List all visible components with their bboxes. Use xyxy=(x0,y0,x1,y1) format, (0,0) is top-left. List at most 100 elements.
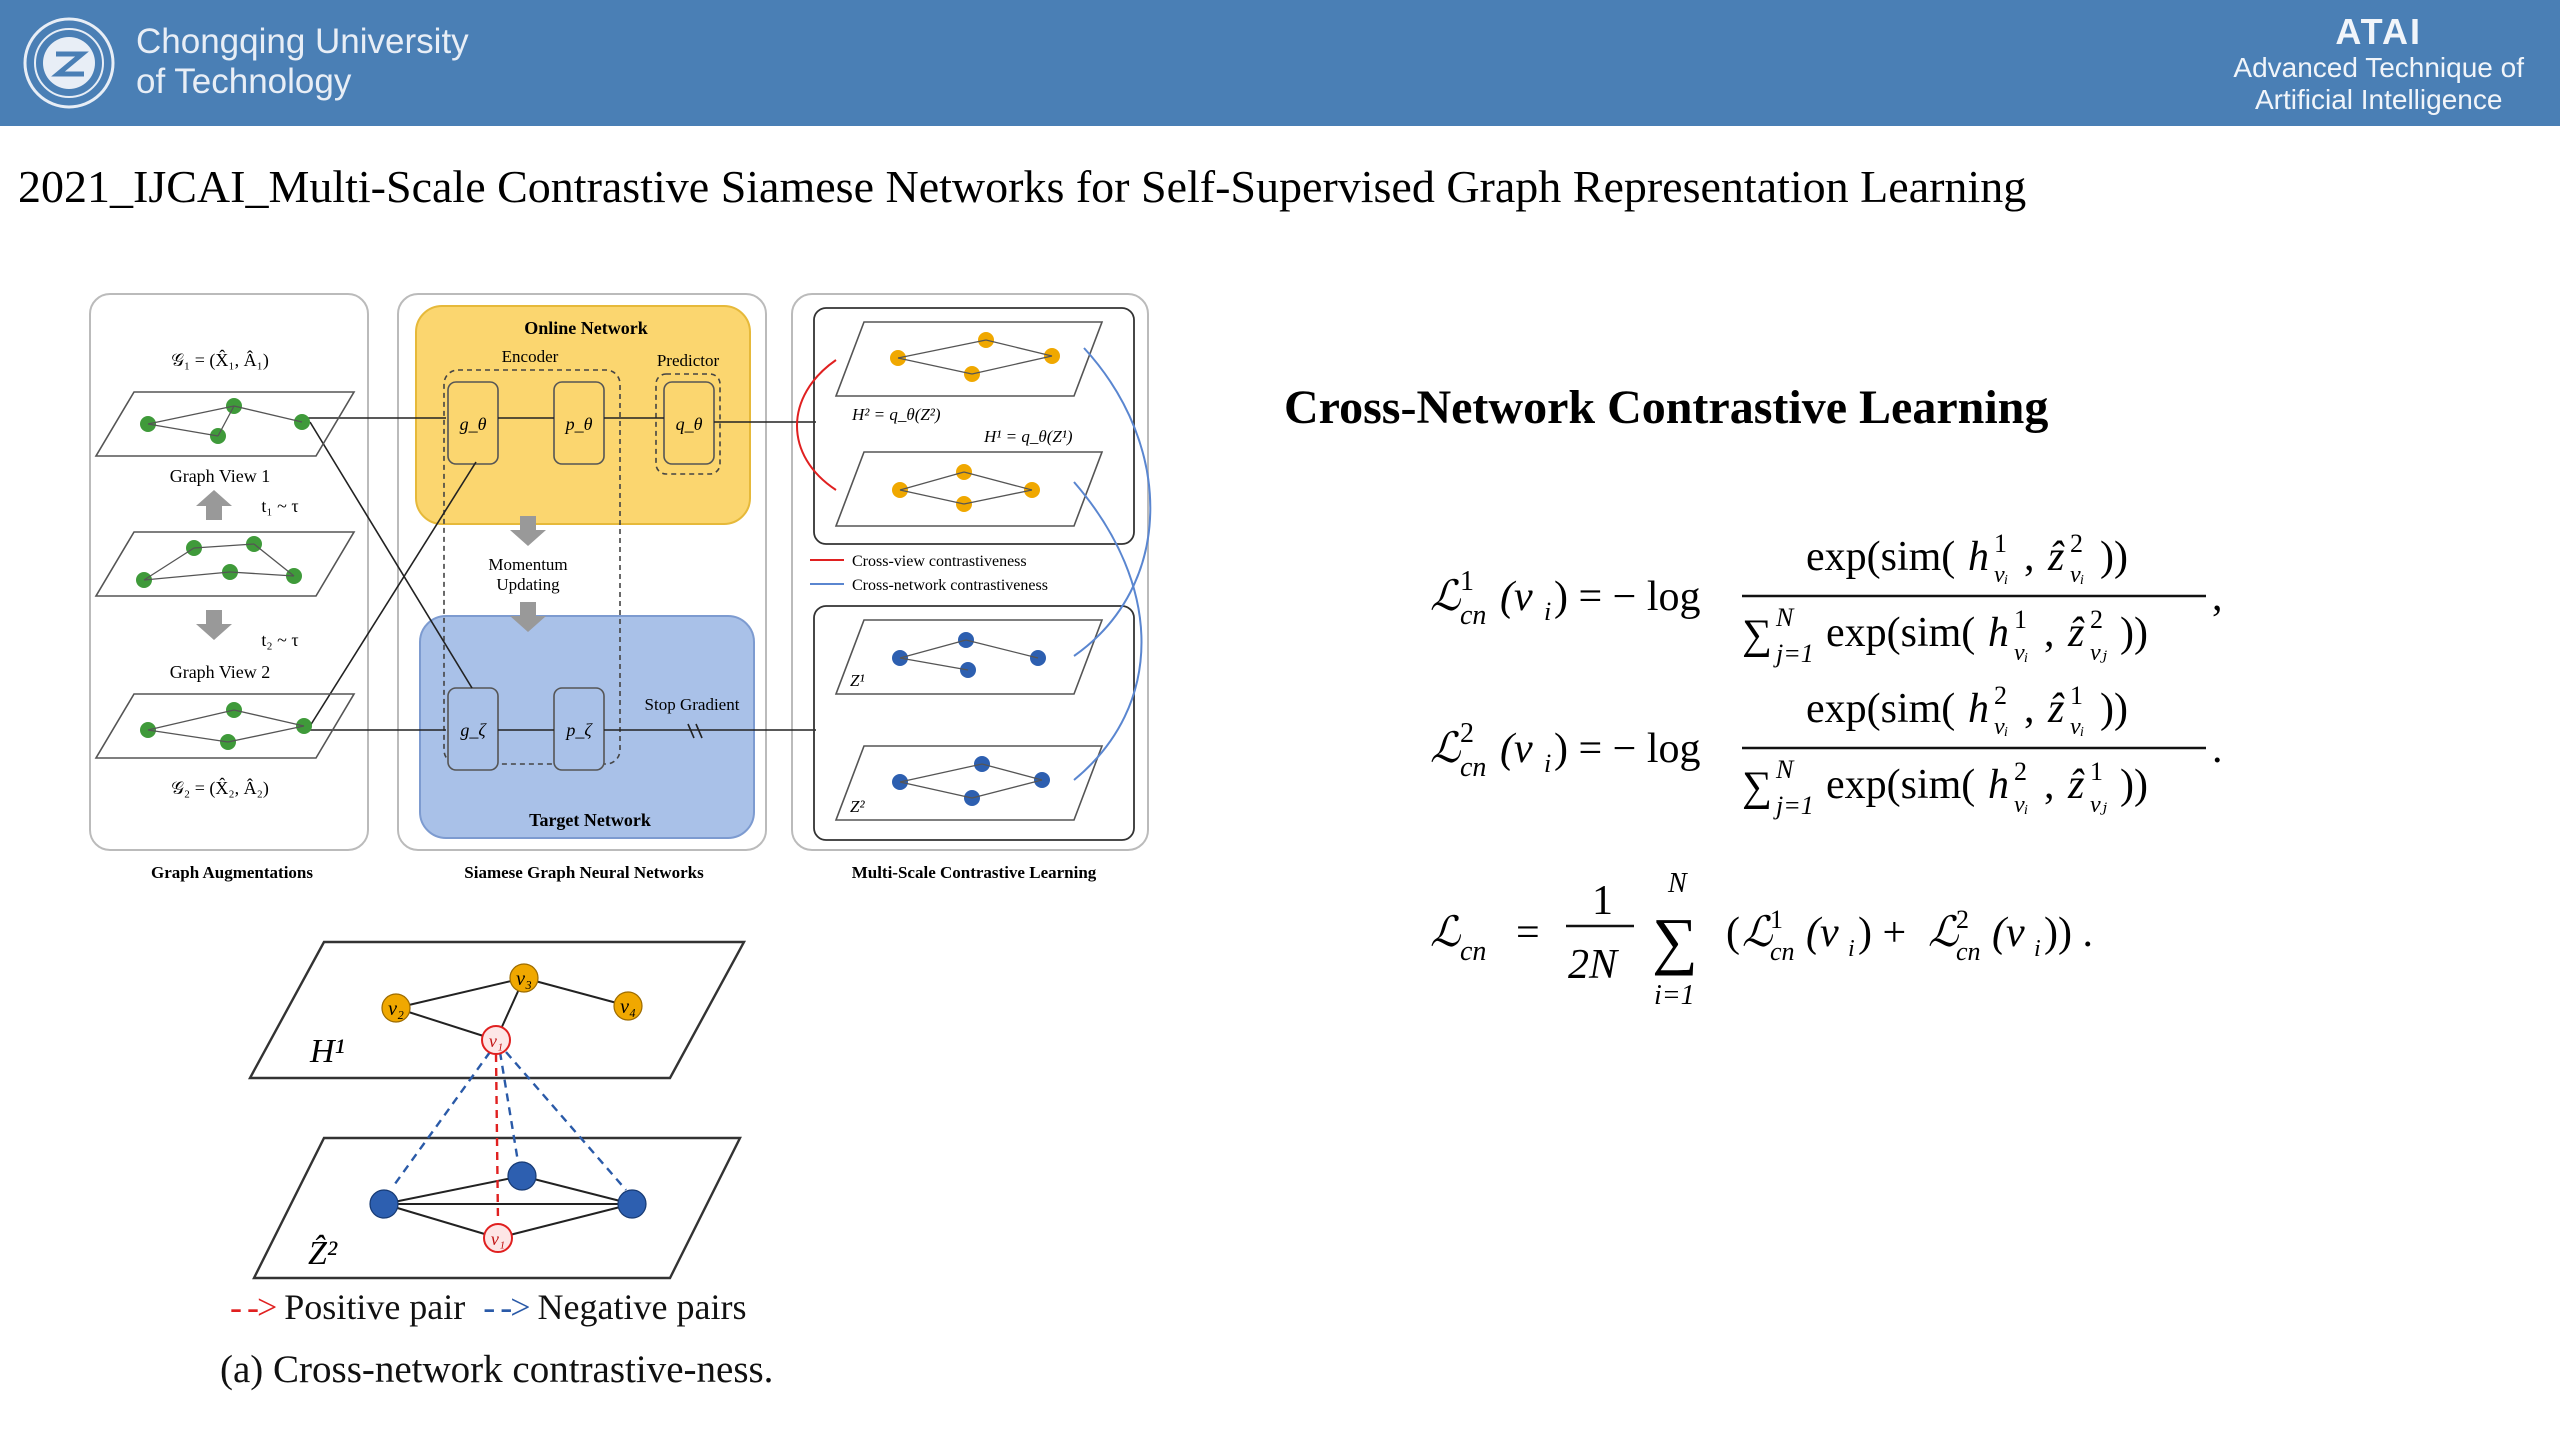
svg-text:exp(sim(: exp(sim( xyxy=(1806,686,1955,732)
svg-text:,: , xyxy=(2024,534,2035,580)
svg-text:ẑ: ẑ xyxy=(2067,610,2085,656)
svg-text:i: i xyxy=(1848,936,1855,962)
svg-text:Ẑ²: Ẑ² xyxy=(308,1235,338,1272)
svg-text:𝒢₂ = (X̂₂, Â₂): 𝒢₂ = (X̂₂, Â₂) xyxy=(171,777,269,799)
z2-plane xyxy=(252,1136,742,1280)
svg-text:H¹ = q_θ(Z¹): H¹ = q_θ(Z¹) xyxy=(983,427,1073,446)
momentum-arrow-2 xyxy=(510,602,546,632)
negative-pair-arrow-icon: - -> xyxy=(483,1287,530,1327)
lab-brand: ATAI Advanced Technique of Artificial In… xyxy=(2233,12,2524,116)
cross-network-arc-1 xyxy=(1073,347,1152,657)
stop-gradient-label: Stop Gradient xyxy=(645,695,740,714)
svg-text:vᵢ: vᵢ xyxy=(2014,640,2028,666)
svg-text:q_θ: q_θ xyxy=(676,414,703,434)
svg-text:,: , xyxy=(2044,610,2055,656)
svg-text:v₁: v₁ xyxy=(489,1031,503,1051)
svg-text:j=1: j=1 xyxy=(1773,791,1814,820)
svg-text:2: 2 xyxy=(1994,681,2007,710)
svg-text:∑: ∑ xyxy=(1652,905,1698,976)
svg-text:exp(sim(: exp(sim( xyxy=(1806,534,1955,580)
svg-text:) = − log: ) = − log xyxy=(1554,726,1701,772)
svg-text:Siamese Graph Neural Networks: Siamese Graph Neural Networks xyxy=(464,863,704,882)
svg-text:)): )) xyxy=(2120,610,2148,656)
svg-text:ẑ: ẑ xyxy=(2067,762,2085,808)
cross-network-arc-2 xyxy=(1073,481,1143,781)
equation-l2: ℒ 2 cn (v i ) = − log exp(sim( h 2 vᵢ , … xyxy=(1430,681,2223,820)
target-network-label: Target Network xyxy=(529,810,651,830)
svg-text:p_θ: p_θ xyxy=(564,414,593,434)
svg-text:,: , xyxy=(2044,762,2055,808)
cross-view-arc xyxy=(796,359,837,491)
loss-equations: ℒ 1 cn (v i ) = − log exp(sim( h 1 vᵢ , … xyxy=(1430,529,2223,1011)
svg-text:cn: cn xyxy=(1770,937,1795,966)
svg-text:vⱼ: vⱼ xyxy=(2090,792,2108,818)
equation-l1: ℒ 1 cn (v i ) = − log exp(sim( h 1 vᵢ , … xyxy=(1430,529,2223,668)
svg-text:,: , xyxy=(2024,686,2035,732)
target-view-frame xyxy=(813,605,1135,841)
svg-text:Updating: Updating xyxy=(496,575,560,594)
svg-text:2: 2 xyxy=(2014,757,2027,786)
svg-text:1: 1 xyxy=(1770,905,1783,934)
svg-text:g_ζ: g_ζ xyxy=(460,720,487,740)
university-line-1: Chongqing University xyxy=(136,22,469,61)
svg-text:1: 1 xyxy=(2070,681,2083,710)
svg-text:exp(sim(: exp(sim( xyxy=(1826,762,1975,808)
positive-pair-arrow-icon: - -> xyxy=(230,1287,277,1327)
svg-text:cn: cn xyxy=(1460,600,1486,631)
svg-text:1: 1 xyxy=(1460,566,1474,597)
svg-text:i: i xyxy=(1544,749,1551,778)
online-view-frame xyxy=(813,307,1135,545)
svg-text:(v: (v xyxy=(1500,574,1533,620)
brand-subtitle-1: Advanced Technique of xyxy=(2233,52,2524,83)
predictor-group xyxy=(655,373,721,475)
svg-text:.: . xyxy=(2212,726,2223,772)
svg-text:vⱼ: vⱼ xyxy=(2090,640,2108,666)
svg-text:Graph View 2: Graph View 2 xyxy=(170,662,271,682)
svg-text:1: 1 xyxy=(1994,529,2007,558)
augmentation-panel xyxy=(89,293,369,851)
header-bar: Chongqing University of Technology ATAI … xyxy=(0,0,2560,126)
encoder-group xyxy=(443,369,621,765)
svg-text:cn: cn xyxy=(1460,752,1486,783)
svg-text:) +: ) + xyxy=(1858,910,1906,956)
svg-text:g_θ: g_θ xyxy=(460,414,487,434)
brand-logo-text: ATAI xyxy=(2335,11,2423,52)
svg-text:)): )) xyxy=(2120,762,2148,808)
svg-text:Cross-network contrastiveness: Cross-network contrastiveness xyxy=(852,577,1048,594)
p-theta-module xyxy=(553,381,605,465)
figure-caption: (a) Cross-network contrastive-ness. xyxy=(220,1348,774,1391)
svg-text:h: h xyxy=(1968,534,1989,580)
svg-text:H¹: H¹ xyxy=(309,1033,345,1070)
svg-text:ẑ: ẑ xyxy=(2047,686,2065,732)
svg-text:vᵢ: vᵢ xyxy=(2014,792,2028,818)
multiscale-panel xyxy=(791,293,1149,851)
svg-text:v₁: v₁ xyxy=(491,1229,505,1249)
svg-text:vᵢ: vᵢ xyxy=(2070,562,2084,588)
encoder-label: Encoder xyxy=(502,347,559,366)
augment-arrow-up xyxy=(196,490,232,520)
svg-text:ẑ: ẑ xyxy=(2047,534,2065,580)
svg-text:t₂ ~ τ: t₂ ~ τ xyxy=(261,630,298,650)
svg-text:h: h xyxy=(1968,686,1989,732)
svg-text:cn: cn xyxy=(1460,936,1486,967)
svg-text:v₂: v₂ xyxy=(388,998,404,1020)
p-zeta-module xyxy=(553,687,605,771)
svg-text:N: N xyxy=(1775,755,1795,784)
siamese-panel xyxy=(397,293,767,851)
positive-pair-label: Positive pair xyxy=(284,1287,466,1327)
svg-text:(: ( xyxy=(1726,910,1740,956)
svg-text:) = − log: ) = − log xyxy=(1554,574,1701,620)
svg-text:i: i xyxy=(2034,936,2041,962)
g-theta-module xyxy=(447,381,499,465)
graph-view-nodes xyxy=(136,398,312,750)
svg-text:(v: (v xyxy=(1500,726,1533,772)
svg-text:vᵢ: vᵢ xyxy=(1994,562,2008,588)
graph-view-1 xyxy=(94,391,356,759)
svg-text:2N: 2N xyxy=(1568,942,1619,988)
svg-text:ℒ: ℒ xyxy=(1430,574,1461,620)
university-line-2: of Technology xyxy=(136,62,352,101)
svg-text:Multi-Scale Contrastive Learni: Multi-Scale Contrastive Learning xyxy=(852,863,1097,882)
svg-text:N: N xyxy=(1775,603,1795,632)
svg-text:(v: (v xyxy=(1806,910,1839,956)
predictor-label: Predictor xyxy=(657,351,720,370)
